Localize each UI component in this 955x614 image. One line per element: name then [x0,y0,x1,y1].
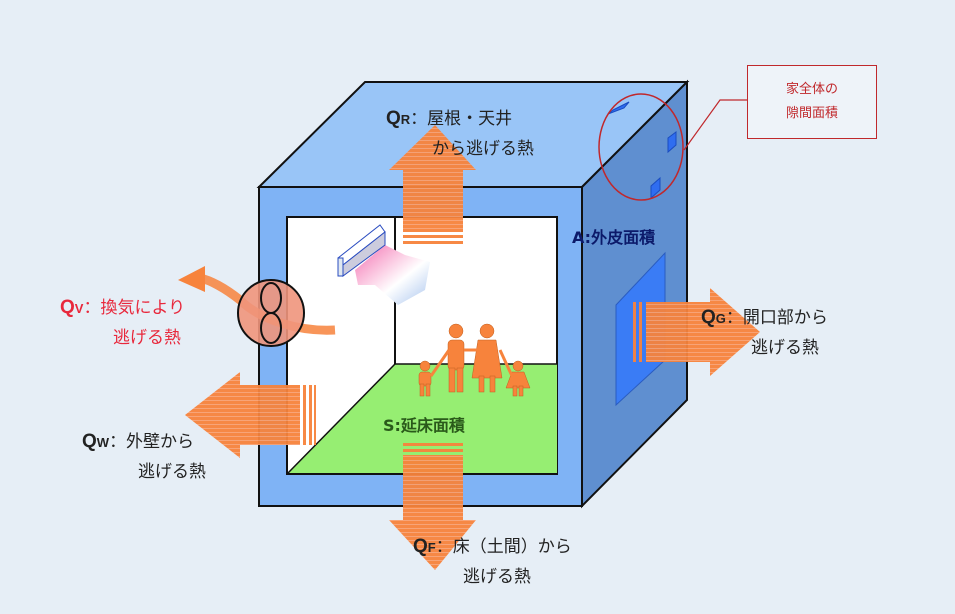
opening-symbol: QG [701,307,726,328]
gap-area-callout: 家全体の 隙間面積 [747,65,877,139]
callout-line2: 隙間面積 [785,106,838,121]
vent-heat-label: QV：換気により 逃げる熱 [60,297,186,348]
family-icon [418,323,531,397]
floor-heat-arrow [389,443,476,570]
callout-leader-line [683,99,747,151]
floor-symbol: QF [413,536,436,557]
gap-icon [667,131,677,154]
roof-heat-label: QR：屋根・天井 から逃げる熱 [386,108,534,159]
envelope-area-label: A:外皮面積 [572,228,656,247]
wall-heat-arrow [185,372,316,458]
wall-heat-label: QW：外壁から 逃げる熱 [82,431,206,482]
wall-symbol: QW [82,431,110,452]
airflow [355,245,430,305]
opening-heat-arrow [633,288,760,376]
floor-heat-label: QF：床（土間）から 逃げる熱 [413,536,572,587]
opening-heat-label: QG：開口部から 逃げる熱 [701,307,828,358]
gap-highlight-circle [598,93,684,201]
ventilation-fan-icon [237,279,305,347]
callout-line1: 家全体の [785,82,838,97]
vent-symbol: QV [60,297,84,318]
roof-heat-arrow [389,125,476,244]
roof-symbol: QR [386,108,411,129]
gap-icon [650,176,661,200]
floor-area-label: S:延床面積 [383,416,465,435]
